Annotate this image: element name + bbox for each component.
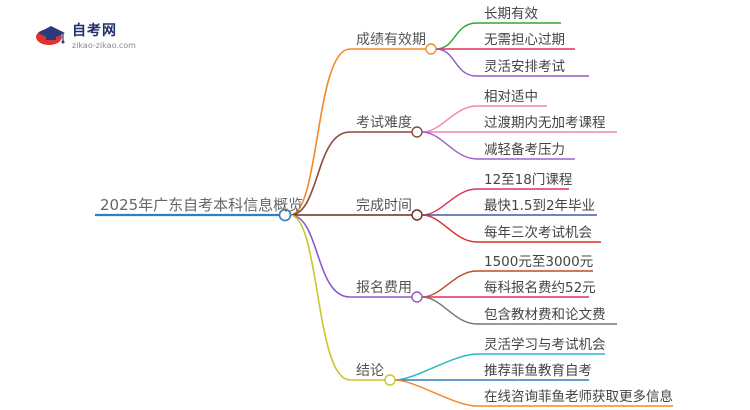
leaf-label[interactable]: 减轻备考压力	[484, 141, 565, 158]
leaf-label[interactable]: 过渡期内无加考课程	[484, 114, 606, 131]
branch-label[interactable]: 报名费用	[356, 280, 412, 296]
leaf-connector	[421, 188, 478, 216]
root-node-circle[interactable]	[278, 208, 292, 222]
leaf-label[interactable]: 灵活安排考试	[484, 58, 565, 75]
branch-label[interactable]: 成绩有效期	[356, 32, 426, 48]
leaf-label[interactable]: 推荐菲鱼教育自考	[484, 362, 592, 379]
branch-node-circle[interactable]	[425, 43, 437, 55]
logo-title: 自考网	[72, 23, 117, 39]
leaf-label[interactable]: 相对适中	[484, 88, 538, 105]
branch-label[interactable]: 考试难度	[356, 115, 412, 131]
leaf-connector	[421, 296, 478, 325]
root-node-label[interactable]: 2025年广东自考本科信息概览	[100, 196, 304, 214]
logo-url: zikao-zikao.com	[72, 41, 136, 50]
leaf-label[interactable]: 1500元至3000元	[484, 253, 594, 270]
leaf-label[interactable]: 包含教材费和论文费	[484, 306, 606, 323]
branch-label[interactable]: 完成时间	[356, 198, 412, 214]
leaf-label[interactable]: 长期有效	[484, 5, 538, 22]
leaf-connector	[394, 353, 478, 381]
leaf-connector	[421, 270, 478, 298]
site-logo[interactable]: 自考网 zikao-zikao.com	[34, 20, 136, 50]
leaf-label[interactable]: 最快1.5到2年毕业	[484, 197, 596, 214]
leaf-connector	[435, 22, 478, 50]
leaf-label[interactable]: 每科报名费约52元	[484, 279, 596, 296]
leaf-label[interactable]: 无需担心过期	[484, 31, 565, 48]
branch-connector	[289, 214, 351, 298]
branch-node-circle[interactable]	[411, 291, 423, 303]
leaf-connector	[421, 105, 478, 133]
leaf-connector	[421, 214, 478, 243]
branch-connector	[289, 214, 351, 381]
branch-node-circle[interactable]	[411, 126, 423, 138]
leaf-label[interactable]: 每年三次考试机会	[484, 224, 592, 241]
branch-node-circle[interactable]	[411, 209, 423, 221]
graduation-cap-icon	[36, 26, 65, 45]
leaf-connector	[435, 48, 478, 77]
branch-node-circle[interactable]	[384, 374, 396, 386]
leaf-connector	[394, 379, 478, 407]
leaf-label[interactable]: 灵活学习与考试机会	[484, 336, 606, 353]
branch-connector	[289, 48, 351, 216]
branch-connector	[289, 131, 351, 216]
leaf-label[interactable]: 12至18门课程	[484, 171, 573, 188]
branch-label[interactable]: 结论	[356, 363, 384, 379]
leaf-connector	[421, 131, 478, 160]
leaf-label[interactable]: 在线咨询菲鱼老师获取更多信息	[484, 388, 673, 405]
